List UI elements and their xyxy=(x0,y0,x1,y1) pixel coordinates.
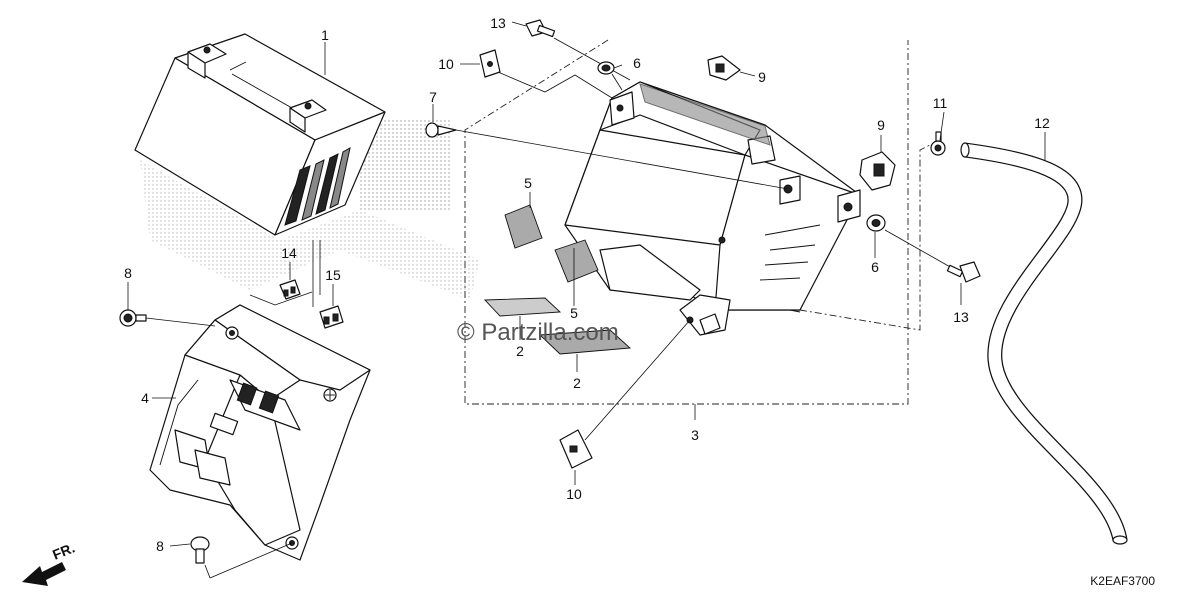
clamp-11 xyxy=(930,131,946,156)
callout-6: 6 xyxy=(633,55,641,71)
callout-10: 10 xyxy=(438,56,454,72)
callout-3: 3 xyxy=(691,427,699,443)
battery-terminal-left xyxy=(187,43,227,79)
callout-8: 8 xyxy=(156,538,164,554)
fuse-15 xyxy=(319,305,344,329)
callout-8: 8 xyxy=(124,265,132,281)
callout-9: 9 xyxy=(877,117,885,133)
battery-holder xyxy=(149,304,371,561)
pad-2-lower xyxy=(538,329,632,355)
callout-15: 15 xyxy=(325,267,341,283)
callout-12: 12 xyxy=(1034,115,1050,131)
bolt-13-top xyxy=(525,19,556,38)
stipple-area xyxy=(140,160,480,300)
pad-5-left xyxy=(504,204,543,249)
battery xyxy=(134,33,450,236)
watermark: © Partzilla.com xyxy=(457,319,619,346)
callout-5: 5 xyxy=(524,175,532,191)
battery-box xyxy=(564,81,861,336)
battery-terminal-right xyxy=(289,99,327,133)
callout-2: 2 xyxy=(573,375,581,391)
bolt-8-top xyxy=(119,309,147,327)
bolt-8-bottom xyxy=(190,536,210,564)
callout-2: 2 xyxy=(516,343,524,359)
screw-7 xyxy=(425,122,457,138)
callout-10: 10 xyxy=(566,486,582,502)
pad-5-right xyxy=(554,239,599,283)
battery-plates xyxy=(284,147,351,226)
callout-13: 13 xyxy=(953,309,969,325)
collar-6-top xyxy=(597,61,615,75)
nut-9-right xyxy=(859,151,896,191)
callout-11: 11 xyxy=(933,95,948,111)
callout-9: 9 xyxy=(758,69,766,85)
front-direction-arrow-icon xyxy=(22,562,66,586)
collar-6-right xyxy=(866,214,886,232)
connector-14 xyxy=(279,279,301,300)
callout-7: 7 xyxy=(429,89,437,105)
nut-9-top xyxy=(707,55,741,81)
pad-2-upper xyxy=(483,297,562,317)
callout-6: 6 xyxy=(871,259,879,275)
breather-hose xyxy=(960,142,1128,545)
callout-1: 1 xyxy=(321,27,329,43)
front-direction-label: FR. xyxy=(50,539,77,562)
callout-13: 13 xyxy=(490,15,506,31)
clip-10-bottom xyxy=(559,429,593,469)
callout-14: 14 xyxy=(281,245,297,261)
diagram-code: K2EAF3700 xyxy=(1090,574,1155,588)
callout-4: 4 xyxy=(141,390,149,406)
bolt-13-right xyxy=(946,261,981,283)
callout-5: 5 xyxy=(570,305,578,321)
